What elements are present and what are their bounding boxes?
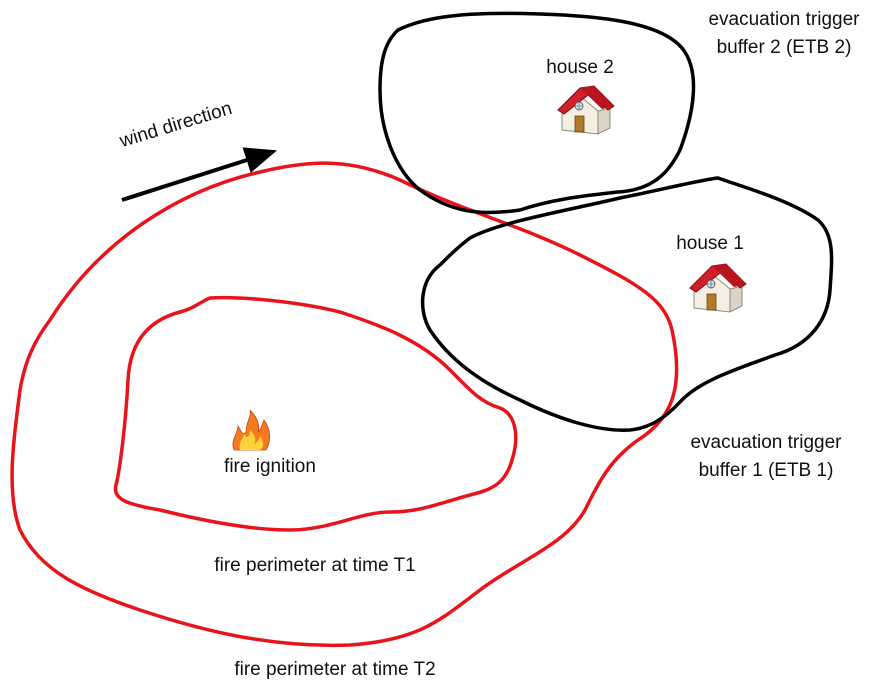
etb1-label-line1: evacuation trigger bbox=[690, 432, 842, 453]
etb2-label-line2: buffer 2 (ETB 2) bbox=[716, 37, 852, 58]
house-icon bbox=[557, 85, 615, 135]
etb1-label-line2: buffer 1 (ETB 1) bbox=[698, 460, 834, 481]
fire-perimeter-t1-label: fire perimeter at time T1 bbox=[214, 555, 416, 576]
wind-arrow bbox=[121, 147, 278, 202]
house1-label: house 1 bbox=[676, 233, 744, 254]
fire-perimeter-t1 bbox=[113, 295, 518, 532]
fire-icon bbox=[232, 409, 270, 451]
evacuation-trigger-buffer-1 bbox=[420, 176, 834, 432]
evacuation-trigger-buffer-2 bbox=[378, 11, 696, 215]
etb2-label-line1: evacuation trigger bbox=[708, 9, 860, 30]
fire-perimeter-t2-label: fire perimeter at time T2 bbox=[234, 659, 436, 680]
house2-label: house 2 bbox=[546, 57, 614, 78]
house-icon bbox=[689, 263, 747, 313]
fire-ignition-label: fire ignition bbox=[224, 456, 316, 477]
fire-perimeter-t2 bbox=[10, 161, 679, 648]
